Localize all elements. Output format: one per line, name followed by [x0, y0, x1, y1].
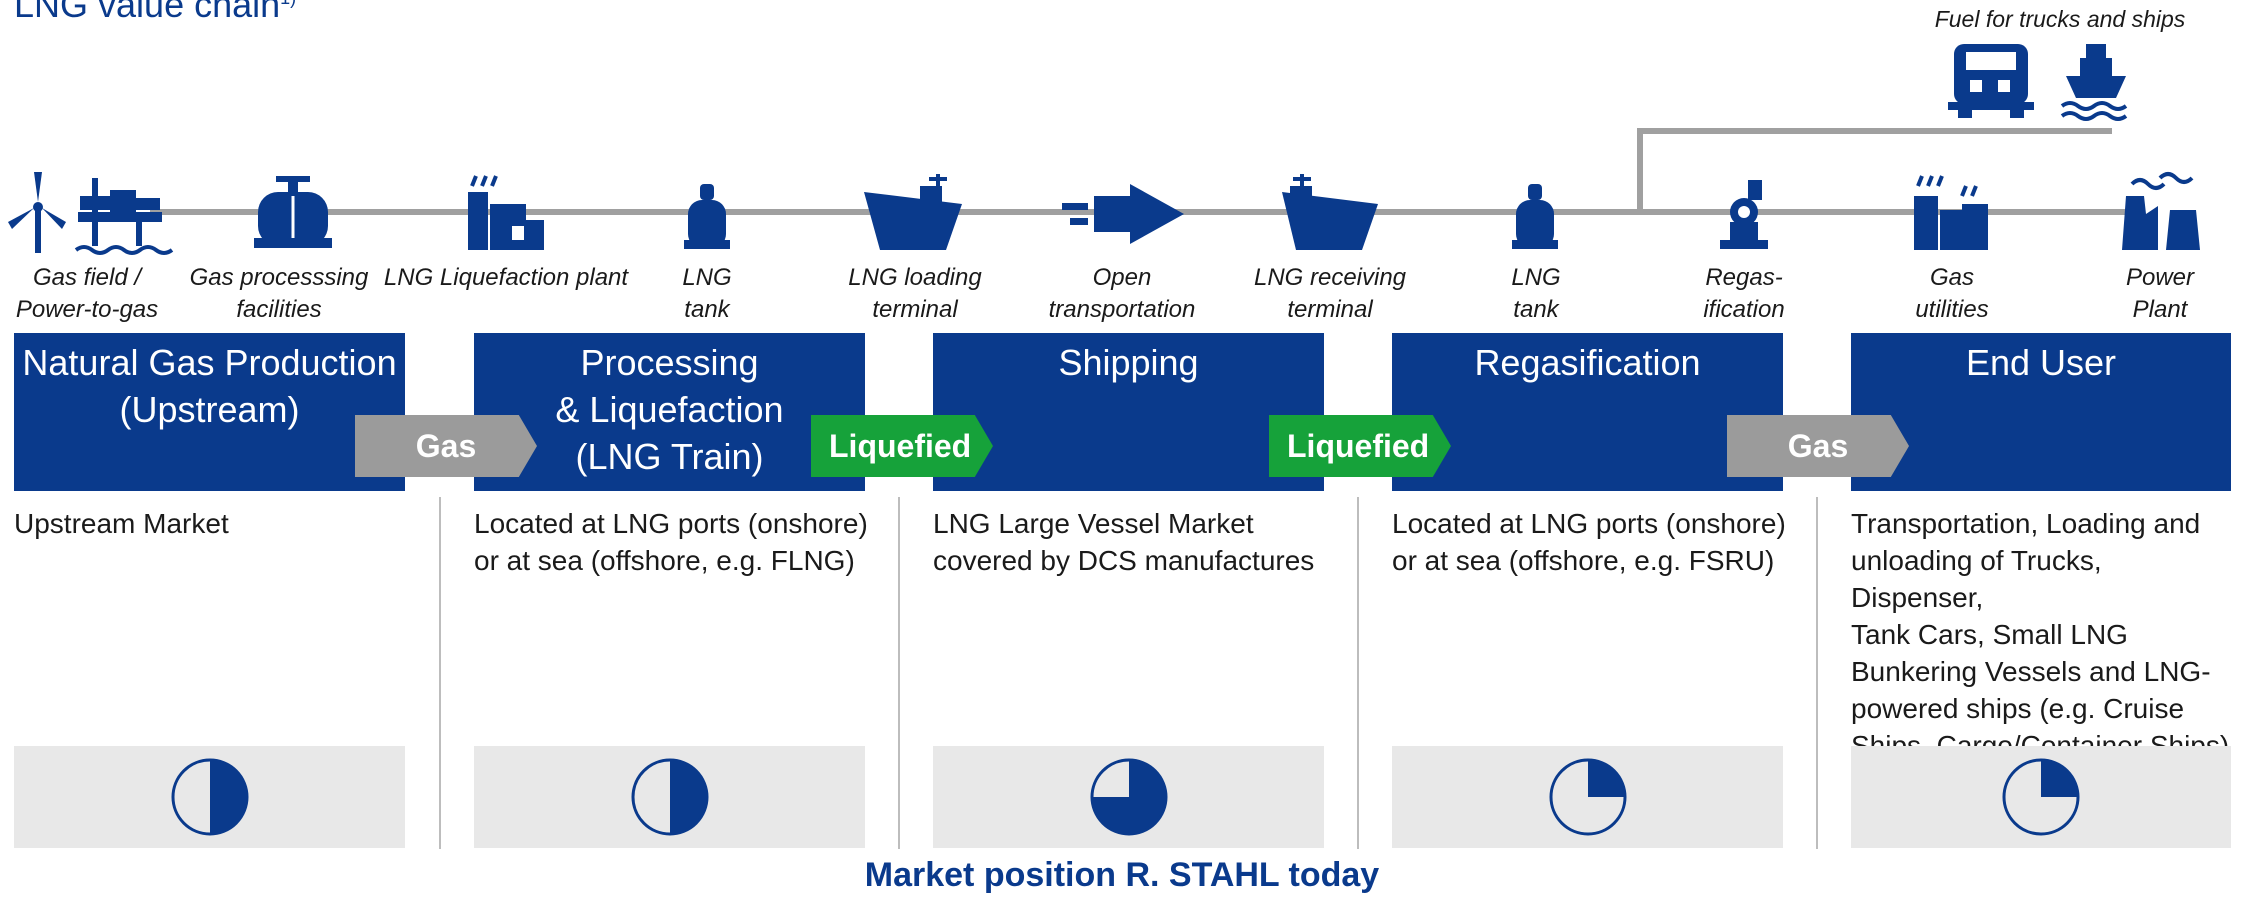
market-position-pie	[2002, 758, 2080, 836]
power-plant-icon	[2122, 172, 2200, 250]
market-position-fill	[2041, 760, 2078, 797]
step-label: Regas-ification	[1703, 264, 1785, 323]
column-separator	[898, 497, 900, 849]
gas-tanks-icon	[254, 176, 332, 248]
value-chain-icons	[8, 44, 2200, 255]
market-position-box	[933, 746, 1324, 848]
gas-arrow: Gas	[355, 415, 537, 477]
stage-shipping: Shipping	[933, 333, 1324, 491]
gas-arrow: Gas	[1727, 415, 1909, 477]
receiving-ship-icon	[1282, 174, 1378, 250]
market-position-pie	[1549, 758, 1626, 836]
liquefied-arrow: Liquefied	[1269, 415, 1451, 477]
column-separator	[1816, 497, 1818, 849]
market-position-caption: Market position R. STAHL today	[864, 856, 1380, 894]
step-label: LNG Liquefaction plant	[383, 264, 629, 291]
market-position-fill	[669, 760, 707, 834]
wind-turbine-icon	[8, 172, 66, 253]
stage-end-user: End User	[1851, 333, 2231, 491]
page-title: LNG value chain1)	[14, 0, 296, 25]
liquefaction-plant-icon	[468, 175, 544, 250]
market-position-fill	[209, 760, 247, 834]
liquefied-arrow: Liquefied	[811, 415, 993, 477]
market-position-pie	[1090, 758, 1167, 836]
stage-regasification: Regasification	[1392, 333, 1783, 491]
fast-arrow-icon	[1062, 184, 1184, 244]
column-separator	[1357, 497, 1359, 849]
loading-ship-icon	[864, 174, 962, 250]
stage-upstream: Natural Gas Production(Upstream)	[14, 333, 405, 491]
fuel-branch-line	[1637, 128, 2112, 212]
column-separator	[439, 497, 441, 849]
description-regasification: Located at LNG ports (onshore)or at sea …	[1392, 508, 1786, 576]
offshore-platform-icon	[74, 178, 174, 255]
lng-tank-icon	[1512, 184, 1558, 249]
description-upstream: Upstream Market	[14, 508, 229, 539]
market-position-fill	[1091, 760, 1166, 834]
description-processing: Located at LNG ports (onshore)or at sea …	[474, 508, 868, 576]
gas-utility-plant-icon	[1914, 175, 1988, 250]
market-position-box	[1392, 746, 1783, 848]
market-position-fill	[1587, 760, 1625, 797]
stage-processing: Processing& Liquefaction(LNG Train)	[474, 333, 865, 491]
regasification-valve-icon	[1720, 180, 1768, 249]
truck-icon	[1948, 44, 2034, 118]
step-label: Gas field /Power-to-gas	[15, 264, 159, 323]
market-position-box	[1851, 746, 2231, 848]
market-position-pie	[631, 758, 708, 836]
lng-tank-icon	[684, 184, 730, 249]
fuel-label: Fuel for trucks and ships	[1934, 6, 2186, 32]
market-position-pie	[171, 758, 248, 836]
market-position-box	[14, 746, 405, 848]
ship-icon	[2060, 44, 2128, 121]
market-position-box	[474, 746, 865, 848]
